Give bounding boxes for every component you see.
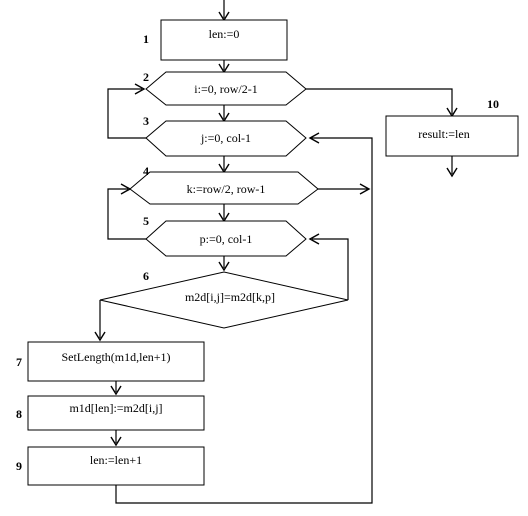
- block-10-label: result:=len: [418, 127, 469, 141]
- connectors: [94, 0, 458, 504]
- arrowhead-loop-5: [308, 233, 320, 245]
- loop-block-4-label: k:=row/2, row-1: [187, 182, 266, 196]
- step-number-2: 2: [143, 70, 149, 84]
- step-number-9: 9: [16, 459, 22, 473]
- loop-block-2-label: i:=0, row/2-1: [194, 82, 257, 96]
- arrowhead-loop-2: [134, 83, 146, 95]
- arrowhead-6-7: [94, 331, 106, 342]
- step-number-8: 8: [16, 407, 22, 421]
- connector-2-10: [306, 88, 453, 114]
- node-shapes: [27, 19, 519, 486]
- arrowhead-5-6: [218, 261, 230, 272]
- loop-block-5-label: p:=0, col-1: [200, 232, 253, 246]
- loop-back-to-3: [115, 137, 373, 504]
- step-number-3: 3: [143, 114, 149, 128]
- loop-block-4: [129, 171, 319, 205]
- node-labels: len:=0 i:=0, row/2-1 j:=0, col-1 k:=row/…: [61, 27, 469, 467]
- block-7-label: SetLength(m1d,len+1): [61, 350, 170, 364]
- loop-block-3: [145, 120, 307, 157]
- step-numbers: 1 2 3 4 5 6 7 8 9 10: [16, 32, 499, 473]
- step-number-5: 5: [143, 214, 149, 228]
- arrowhead-loop-3: [308, 132, 320, 144]
- decision-block-6: [99, 271, 349, 329]
- loop-back-to-2: [107, 88, 146, 139]
- arrowhead-8-9: [110, 436, 122, 447]
- arrowhead-10-exit: [446, 167, 458, 178]
- block-8-label: m1d[len]:=m2d[i,j]: [69, 401, 162, 415]
- step-number-1: 1: [143, 32, 149, 46]
- block-9-label: len:=len+1: [90, 453, 142, 467]
- block-9: [27, 446, 205, 486]
- step-number-4: 4: [143, 164, 149, 178]
- step-number-7: 7: [16, 355, 22, 369]
- block-8: [27, 395, 205, 431]
- loop-block-5: [145, 220, 307, 257]
- step-number-10: 10: [487, 97, 499, 111]
- loop-block-2: [145, 71, 307, 106]
- loop-block-3-label: j:=0, col-1: [200, 131, 251, 145]
- block-7: [27, 341, 205, 382]
- step-number-6: 6: [143, 269, 149, 283]
- block-10: [385, 115, 519, 157]
- arrowhead-7-8: [110, 385, 122, 396]
- loop-back-to-5: [312, 238, 349, 300]
- block-1-label: len:=0: [209, 27, 240, 41]
- arrowhead-4-exit: [359, 183, 371, 195]
- decision-block-6-label: m2d[i,j]=m2d[k,p]: [185, 290, 275, 304]
- loop-back-to-4: [107, 188, 146, 240]
- block-1: [160, 19, 288, 61]
